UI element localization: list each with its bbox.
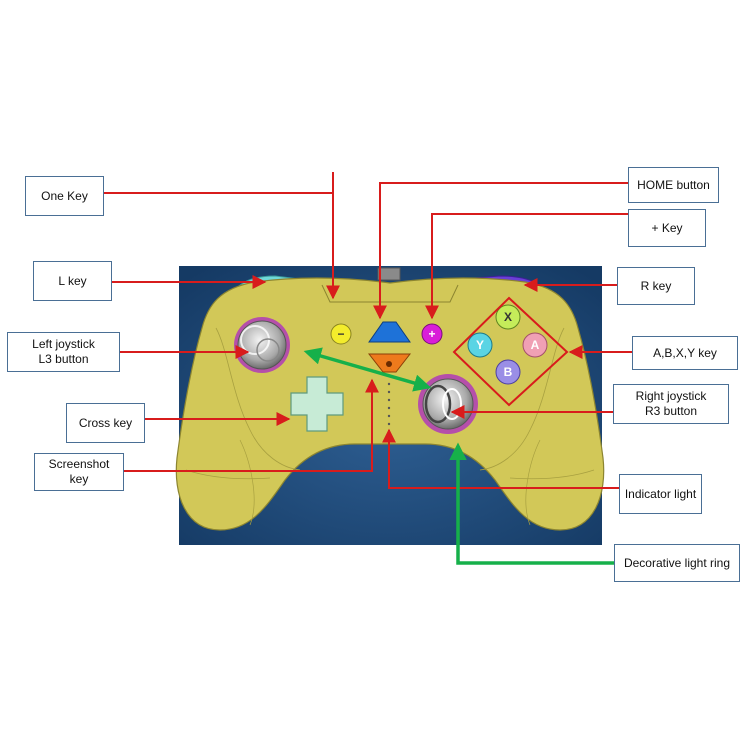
plus-key-callout [425, 213, 628, 320]
label-r-key: R key [617, 267, 695, 305]
label-one-key: One Key [25, 176, 104, 216]
right-joystick [418, 374, 478, 434]
y-button: Y [467, 332, 493, 358]
svg-text:B: B [504, 365, 513, 379]
left-joystick [234, 317, 290, 373]
svg-text:X: X [504, 310, 512, 324]
label-plus-key: + Key [628, 209, 706, 247]
screenshot-dot-icon [386, 361, 392, 367]
label-abxy-key: A,B,X,Y key [632, 336, 738, 370]
svg-text:+: + [428, 327, 435, 341]
screenshot-key-callout [124, 378, 379, 472]
plus-button: + [421, 323, 443, 345]
a-button: A [522, 332, 548, 358]
body-detail-line [525, 439, 541, 526]
body-detail-line [479, 327, 565, 471]
green-callouts [303, 347, 614, 565]
svg-text:Y: Y [476, 338, 484, 352]
home-button [368, 321, 411, 343]
label-indicator-light: Indicator light [619, 474, 702, 514]
body-detail-line [185, 469, 271, 480]
minus-button: − [330, 323, 352, 345]
abxy-highlight-diamond [452, 296, 569, 407]
label-left-joystick: Left joystick L3 button [7, 332, 120, 372]
label-l-key: L key [33, 261, 112, 301]
label-right-joystick: Right joystick R3 button [613, 384, 729, 424]
b-button: B [495, 359, 521, 385]
body-detail-line [239, 439, 255, 526]
home-button-callout [373, 182, 628, 320]
body-detail-line [215, 327, 301, 471]
usb-port [377, 267, 401, 281]
x-button: X [495, 304, 521, 330]
label-decorative-light-ring: Decorative light ring [614, 544, 740, 582]
label-screenshot-key: Screenshot key [34, 453, 124, 491]
callout-lines [104, 172, 632, 489]
decorative-ring-callout [449, 442, 614, 565]
cross-key [290, 376, 344, 432]
joystick-ring-link [303, 347, 432, 392]
svg-text:A: A [531, 338, 540, 352]
body-detail-line [509, 469, 595, 480]
indicator-light-callout [382, 428, 619, 489]
label-home-button: HOME button [628, 167, 719, 203]
label-cross-key: Cross key [66, 403, 145, 443]
svg-text:−: − [337, 327, 344, 341]
